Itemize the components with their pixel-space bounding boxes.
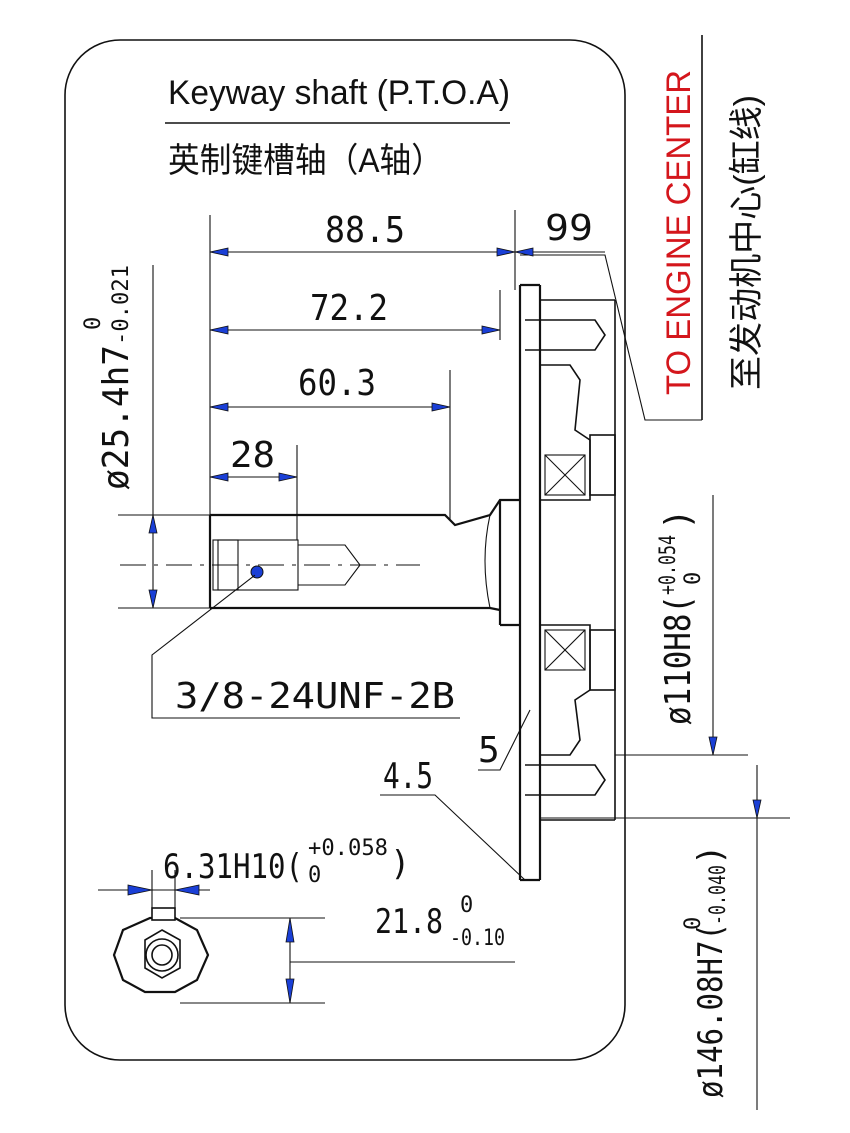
keyway-section-view xyxy=(98,870,515,1004)
flange-dia-main: ø146.08H7( xyxy=(691,923,731,1098)
dim-4-5-leader xyxy=(380,794,526,881)
arrow-icon xyxy=(209,402,229,412)
title-zh: 英制键槽轴（A轴） xyxy=(168,142,443,180)
flange-dia-lower: -0.040 xyxy=(706,865,731,925)
dim-5-leader xyxy=(478,709,531,771)
dim-4-5: 4.5 xyxy=(383,756,433,797)
arrow-icon xyxy=(708,736,718,756)
shaft-dia-lower: -0.021 xyxy=(109,265,134,345)
arrow-icon xyxy=(209,325,229,335)
dim-28: 28 xyxy=(230,435,275,476)
shaft-body xyxy=(120,498,520,627)
arrow-icon xyxy=(481,325,501,335)
drawing-frame xyxy=(64,39,626,1061)
keyway-width-close: ) xyxy=(390,844,410,884)
keyway-width-main: 6.31H10( xyxy=(163,847,303,887)
arrow-icon xyxy=(514,247,534,257)
arrow-icon xyxy=(148,514,158,534)
title-en: Keyway shaft (P.T.O.A) xyxy=(168,74,510,112)
arrow-icon xyxy=(209,472,229,482)
dim-60-3: 60.3 xyxy=(298,363,376,404)
arrow-icon xyxy=(496,247,516,257)
keyway-width-lower: 0 xyxy=(308,863,321,888)
flange-housing xyxy=(518,283,616,882)
key-height-upper: 0 xyxy=(460,893,473,918)
dim-5: 5 xyxy=(478,730,500,771)
key-height-main: 21.8 xyxy=(375,902,443,942)
flange-dia-upper: 0 xyxy=(681,917,706,930)
pilot-dia-main: ø110H8( xyxy=(658,595,699,725)
to-engine-center-label: TO ENGINE CENTER xyxy=(660,70,698,395)
arrow-icon xyxy=(148,589,158,609)
thread-callout: 3/8-24UNF-2B xyxy=(175,676,455,717)
pilot-dia-upper: +0.054 xyxy=(656,535,681,595)
arrow-icon xyxy=(278,472,298,482)
flange-dia-close: ) xyxy=(691,845,731,865)
arrow-icon xyxy=(209,247,229,257)
thread-leader xyxy=(151,574,460,719)
pilot-dia-close: ) xyxy=(658,508,699,530)
arrow-icon xyxy=(431,402,451,412)
key-height-lower: -0.10 xyxy=(450,926,505,951)
shaft-dia-main: ø25.4h7 xyxy=(96,345,137,490)
engine-center-leader xyxy=(520,254,702,421)
arrow-icon xyxy=(752,799,762,819)
dim-88-5: 88.5 xyxy=(325,210,405,251)
dim-99: 99 xyxy=(545,208,593,249)
keyway-width-upper: +0.058 xyxy=(308,836,388,861)
pilot-dia-lower: 0 xyxy=(681,572,706,585)
to-engine-center-zh-label: 至发动机中心(缸线) xyxy=(728,95,766,390)
dim-72-2: 72.2 xyxy=(310,288,388,329)
shaft-dia-upper: 0 xyxy=(81,317,106,330)
